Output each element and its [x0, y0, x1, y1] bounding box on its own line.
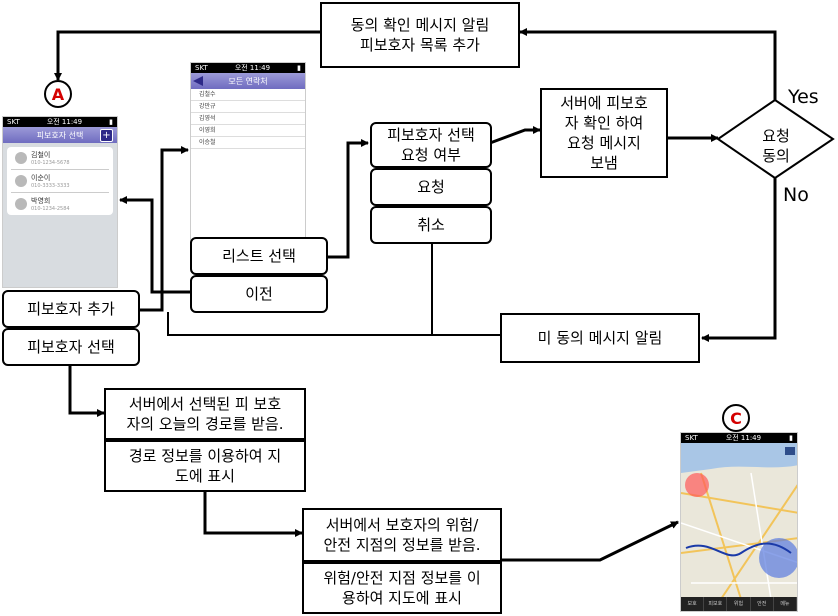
- battery-icon: ▮: [297, 64, 301, 72]
- avatar: [15, 152, 27, 164]
- safe-zone: [759, 538, 797, 578]
- danger-zone: [685, 473, 709, 497]
- tab-bar: 보호 피보호 위험 안전 메뉴: [681, 597, 797, 611]
- decision-diamond: [716, 98, 835, 180]
- marker-a: A: [44, 80, 72, 108]
- danger-map-box: 위험/안전 지점 정보를 이 용하여 지도에 표시: [302, 562, 502, 614]
- contact-name: 박영희: [31, 197, 51, 205]
- tab-danger[interactable]: 위험: [727, 597, 751, 611]
- status-bar: SKT 오전 11:49 ▮: [191, 63, 305, 73]
- battery-icon: ▮: [789, 434, 793, 442]
- contact-number: 010-1234-2584: [31, 206, 70, 212]
- list-select-box[interactable]: 리스트 선택: [190, 237, 328, 275]
- yes-label: Yes: [788, 86, 819, 108]
- add-protectee-box[interactable]: 피보호자 추가: [2, 290, 140, 328]
- add-button[interactable]: +: [100, 129, 113, 142]
- server-danger-box: 서버에서 보호자의 위험/ 안전 지점의 정보를 받음.: [302, 508, 502, 562]
- carrier: SKT: [685, 434, 698, 442]
- route-line: [685, 542, 792, 557]
- decision-label: 요청 동의: [762, 127, 790, 165]
- screen-title: 피보호자 선택: [36, 130, 84, 140]
- tab-safe[interactable]: 안전: [751, 597, 774, 611]
- server-send-box: 서버에 피보호 자 확인 하여 요청 메시지 보냄: [540, 88, 668, 178]
- list-item[interactable]: 김영석: [191, 113, 305, 125]
- list-item[interactable]: 이승철: [191, 137, 305, 149]
- no-label: No: [783, 184, 809, 206]
- contact-number: 010-1234-5678: [31, 160, 70, 166]
- clock: 오전 11:49: [46, 118, 83, 126]
- phone-screen-all-contacts: SKT 오전 11:49 ▮ 모든 연락처 김철수 강만규 김영석 이영희 이승철: [190, 62, 306, 242]
- no-consent-alert-box: 미 동의 메시지 알림: [500, 313, 700, 363]
- consent-alert-box: 동의 확인 메시지 알림 피보호자 목록 추가: [320, 2, 520, 68]
- route-map-box: 경로 정보를 이용하여 지 도에 표시: [104, 440, 306, 492]
- contact-number: 010-3333-3333: [31, 183, 70, 189]
- status-bar: SKT 오전 11:49 ▮: [3, 117, 117, 127]
- select-protectee-box[interactable]: 피보호자 선택: [2, 328, 140, 366]
- carrier: SKT: [195, 64, 208, 72]
- previous-box[interactable]: 이전: [190, 275, 328, 313]
- server-route-box: 서버에서 선택된 피 보호 자의 오늘의 경로를 받음.: [104, 388, 306, 440]
- menu-icon: [785, 447, 795, 455]
- clock: 오전 11:49: [725, 434, 762, 442]
- contact-name: 이순이: [31, 174, 51, 182]
- tab-protectee[interactable]: 피보호: [704, 597, 728, 611]
- carrier: SKT: [7, 118, 20, 126]
- select-request-box: 피보호자 선택 요청 여부: [370, 122, 492, 168]
- tab-protector[interactable]: 보호: [681, 597, 705, 611]
- avatar: [15, 198, 27, 210]
- clock: 오전 11:49: [234, 64, 271, 72]
- map-view[interactable]: [681, 443, 798, 599]
- battery-icon: ▮: [109, 118, 113, 126]
- list-item[interactable]: 이영희: [191, 125, 305, 137]
- river-shape: [681, 443, 797, 473]
- list-item[interactable]: 강만규: [191, 101, 305, 113]
- screen-title: 모든 연락처: [228, 76, 268, 86]
- nav-bar: 피보호자 선택 +: [3, 127, 117, 143]
- phone-screen-map: SKT 오전 11:49 ▮ 보호 피보호 위험 안전 메뉴: [680, 432, 798, 612]
- status-bar: SKT 오전 11:49 ▮: [681, 433, 797, 443]
- avatar: [15, 175, 27, 187]
- contact-name: 김철이: [31, 151, 51, 159]
- tab-menu[interactable]: 메뉴: [774, 597, 797, 611]
- list-item[interactable]: 김철수: [191, 89, 305, 101]
- back-arrow-icon[interactable]: [193, 76, 203, 86]
- request-box[interactable]: 요청: [370, 168, 492, 206]
- cancel-box[interactable]: 취소: [370, 206, 492, 244]
- marker-c: C: [722, 404, 750, 432]
- nav-bar: 모든 연락처: [191, 73, 305, 89]
